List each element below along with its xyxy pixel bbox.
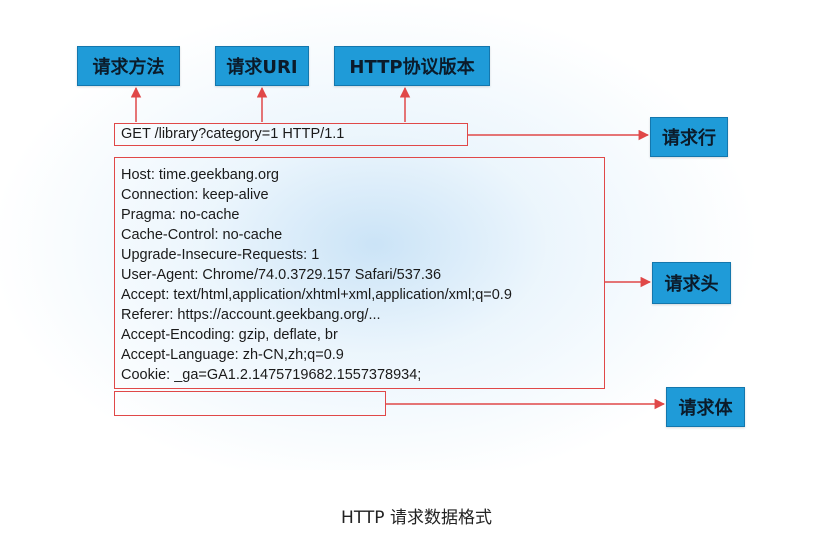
header-line: Accept: text/html,application/xhtml+xml,… (121, 287, 512, 303)
label-request-method: 请求方法 (77, 46, 180, 86)
label-request-body: 请求体 (666, 387, 745, 427)
request-line-text: GET /library?category=1 HTTP/1.1 (121, 126, 345, 142)
header-line: Accept-Encoding: gzip, deflate, br (121, 327, 338, 343)
header-line: Cache-Control: no-cache (121, 227, 283, 243)
header-line: Referer: https://account.geekbang.org/..… (121, 307, 381, 323)
header-line: Host: time.geekbang.org (121, 167, 279, 183)
figure-caption: HTTP 请求数据格式 (341, 508, 492, 528)
label-request-header: 请求头 (652, 262, 731, 304)
header-line: User-Agent: Chrome/74.0.3729.157 Safari/… (121, 267, 442, 283)
label-http-version: HTTP协议版本 (334, 46, 490, 86)
request-body-box (114, 391, 386, 416)
label-request-line: 请求行 (650, 117, 728, 157)
header-line: Connection: keep-alive (121, 187, 269, 203)
request-line-box (114, 123, 468, 146)
label-request-uri: 请求URI (215, 46, 309, 86)
request-header-box (114, 157, 605, 389)
header-line: Pragma: no-cache (121, 207, 240, 223)
header-line: Cookie: _ga=GA1.2.1475719682.1557378934; (121, 367, 422, 383)
header-line: Accept-Language: zh-CN,zh;q=0.9 (121, 347, 344, 363)
header-line: Upgrade-Insecure-Requests: 1 (121, 247, 320, 263)
